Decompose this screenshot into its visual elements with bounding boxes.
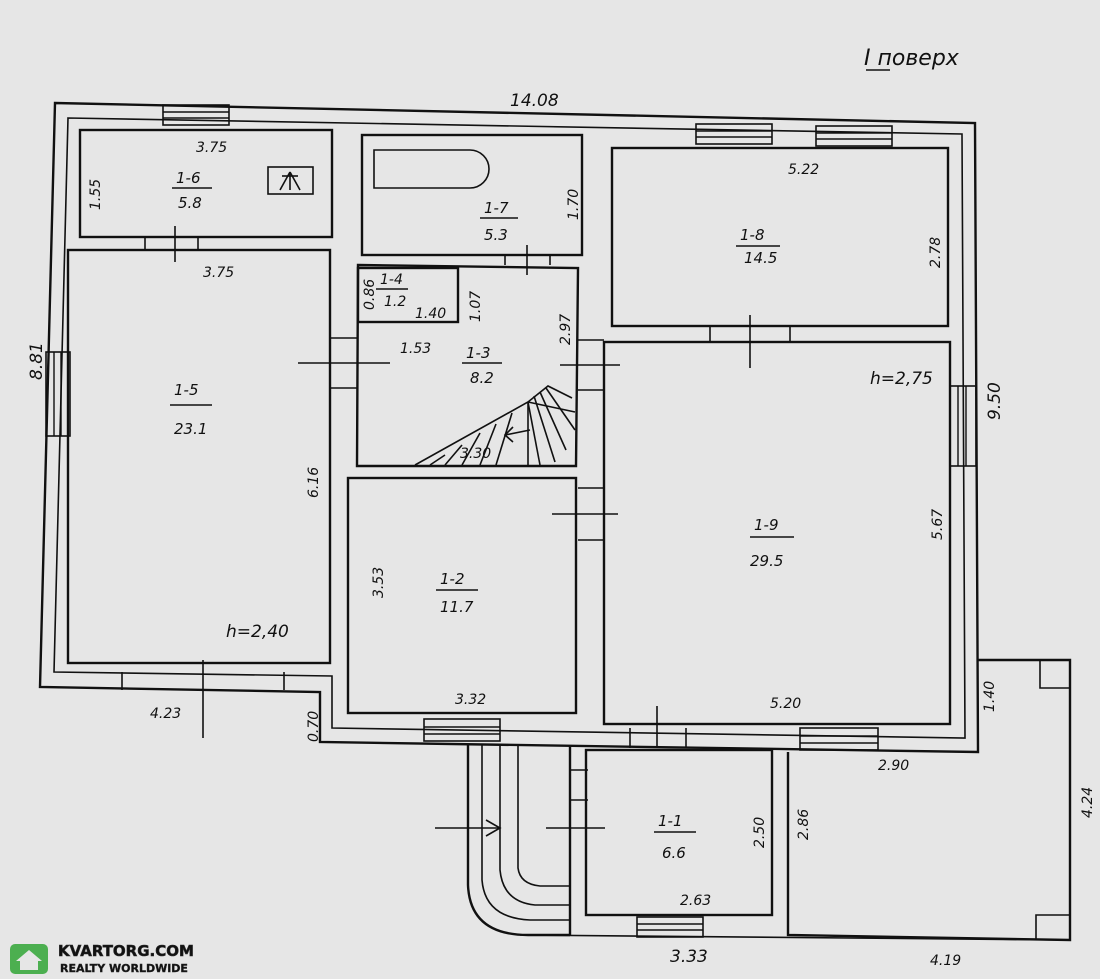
room-1-5-outline (66, 248, 332, 665)
room-1-1-outline (584, 748, 774, 917)
window-left-1-5 (45, 351, 71, 437)
porch-step-2 (499, 745, 570, 906)
room-1-2-dim-h: 3.53 (371, 567, 387, 598)
room-1-3-dim-a: 2.97 (558, 314, 574, 345)
room-1-1-id: 1-1 (658, 812, 683, 830)
room-1-6-dim-h: 1.55 (88, 179, 104, 210)
dim-overall-left: 8.81 (27, 342, 47, 380)
room-1-9-dim-w: 5.20 (770, 696, 801, 712)
kvartorg-watermark: KVARTORG.COM REALTY WORLDWIDE (10, 942, 194, 975)
porch-step-3 (517, 745, 570, 887)
dim-overall-right: 9.50 (985, 382, 1005, 420)
window-top-1-6 (162, 104, 230, 126)
window-top-1-8-a (695, 123, 773, 145)
room-1-7-id: 1-7 (484, 199, 509, 217)
room-1-8-outline (610, 146, 950, 328)
room-1-9-dim-h: 5.67 (930, 509, 946, 540)
room-1-4-id: 1-4 (380, 272, 403, 288)
floor-title: I поверх (864, 46, 960, 71)
room-1-6-id: 1-6 (176, 169, 201, 187)
room-1-9-outline (602, 340, 952, 726)
room-1-4-dim-a: 0.86 (362, 279, 378, 310)
room-1-5-dim-h: 6.16 (306, 467, 322, 498)
terrace-corner-top (1039, 660, 1070, 689)
room-1-6-dim-w: 3.75 (196, 140, 227, 156)
room-1-6-area: 5.8 (178, 194, 202, 212)
terrace-corner-bottom (1035, 914, 1070, 940)
room-1-2-id: 1-2 (440, 570, 465, 588)
room-1-8-dim-h: 2.78 (928, 237, 944, 268)
dim-4-23: 4.23 (150, 706, 181, 722)
room-1-5-height: h=2,40 (226, 622, 289, 642)
room-1-5-id: 1-5 (174, 381, 199, 399)
room-1-5-area: 23.1 (174, 420, 207, 438)
room-1-8-dim-w: 5.22 (788, 162, 819, 178)
room-1-5-dim-w: 3.75 (203, 265, 234, 281)
entry-arrow-icon (435, 819, 502, 837)
window-right-1-9 (949, 385, 977, 467)
room-1-3-dim-b: 1.53 (400, 341, 431, 357)
dim-1-40: 1.40 (982, 681, 998, 712)
room-1-9-area: 29.5 (750, 552, 783, 570)
room-1-6-outline (78, 128, 334, 239)
window-top-1-8-b (815, 125, 893, 147)
room-1-2-area: 11.7 (440, 598, 474, 616)
dim-4-19: 4.19 (930, 953, 961, 969)
room-1-9-height: h=2,75 (870, 369, 933, 389)
dim-overall-width: 14.08 (510, 91, 559, 111)
room-1-3-dim-c: 3.30 (460, 446, 491, 462)
window-bottom-1-1 (636, 916, 704, 938)
dim-2-90: 2.90 (878, 758, 909, 774)
dim-0-70: 0.70 (306, 711, 322, 742)
room-1-8-id: 1-8 (740, 226, 765, 244)
room-1-2-outline (346, 476, 578, 715)
room-1-9-id: 1-9 (754, 516, 779, 534)
room-1-1-dim-w: 2.63 (680, 893, 711, 909)
window-bottom-1-2 (423, 718, 501, 742)
room-1-8-area: 14.5 (744, 249, 777, 267)
inner-wall-line (53, 117, 966, 739)
room-1-4-outline (356, 266, 460, 324)
room-1-4-area: 1.2 (384, 294, 406, 310)
room-1-1-area: 6.6 (662, 844, 686, 862)
porch-outline (466, 745, 570, 937)
terrace-outline (786, 658, 1072, 942)
watermark-brand: KVARTORG.COM (58, 942, 194, 960)
room-1-7-outline (360, 133, 584, 257)
room-1-1-dim-h: 2.50 (752, 817, 768, 848)
room-1-3-area: 8.2 (470, 369, 494, 387)
door-marks (121, 226, 791, 829)
dim-3-33: 3.33 (670, 947, 708, 967)
watermark-tagline: REALTY WORLDWIDE (60, 962, 188, 975)
window-bottom-1-9 (799, 727, 879, 751)
bathtub-icon (373, 149, 490, 189)
boiler-icon (267, 166, 314, 195)
room-1-3-id: 1-3 (466, 344, 491, 362)
room-1-7-area: 5.3 (484, 226, 508, 244)
room-1-4-dim-b: 1.40 (415, 306, 446, 322)
room-1-7-dim: 1.70 (566, 189, 582, 220)
room-1-4-dim-c: 1.07 (468, 291, 484, 322)
room-1-2-dim-w: 3.32 (455, 692, 486, 708)
room-1-3-outline (355, 263, 580, 468)
dim-4-24: 4.24 (1080, 787, 1096, 818)
outer-wall (38, 101, 980, 754)
staircase (414, 385, 576, 466)
porch-step-1 (481, 745, 570, 921)
dim-2-86: 2.86 (796, 809, 812, 840)
